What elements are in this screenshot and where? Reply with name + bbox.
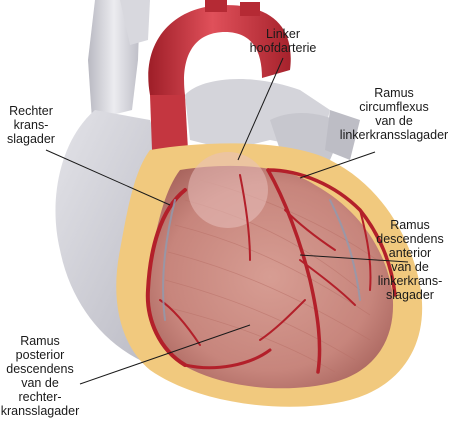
label-left-main-artery: Linker hoofdarterie <box>238 27 328 55</box>
label-anterior-descending-branch: Ramus descendens anterior van de linkerk… <box>362 218 458 302</box>
aortic-root <box>188 152 268 228</box>
label-circumflex-branch: Ramus circumflexus van de linkerkranssla… <box>330 86 458 142</box>
label-posterior-descending-branch: Ramus posterior descendens van de rechte… <box>0 334 80 418</box>
label-right-coronary-artery: Rechter krans- slagader <box>0 104 62 146</box>
vena-cava <box>88 0 150 120</box>
